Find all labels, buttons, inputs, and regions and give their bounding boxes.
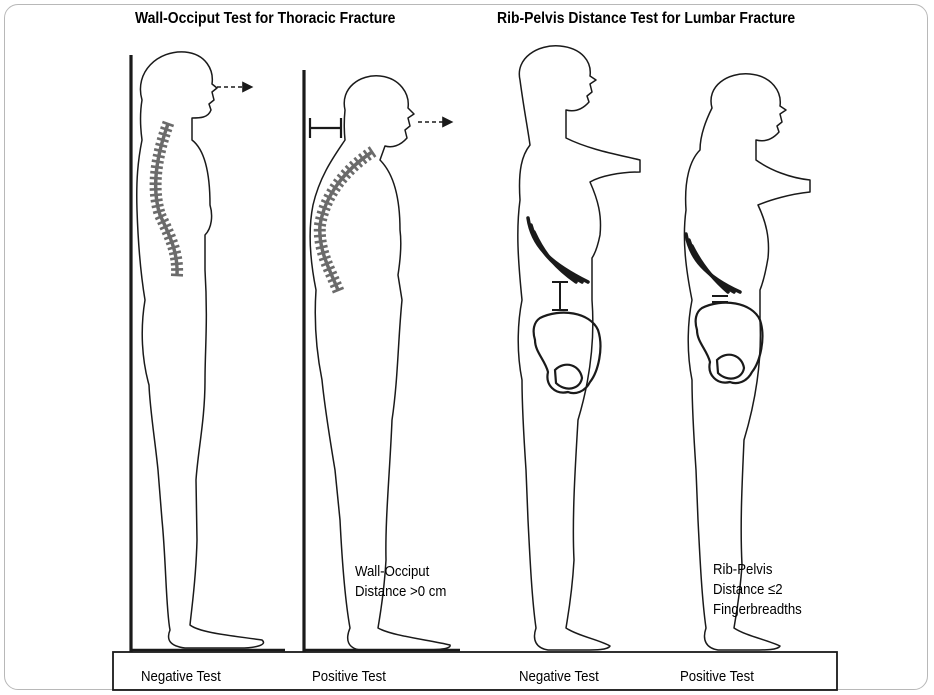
ribs-negative: [528, 218, 588, 282]
spine-straight: [150, 122, 183, 275]
spine-straight-vertebra: [170, 257, 182, 259]
label-negative-test-2: Negative Test: [519, 667, 599, 687]
rib-pelvis-label-line-3: Fingerbreadths: [713, 600, 802, 620]
spine-straight-vertebra: [171, 275, 183, 276]
wall-occiput-label-line-2: Distance >0 cm: [355, 582, 446, 602]
wall-occiput-distance-marker: [310, 118, 341, 138]
rib-pelvis-distance-marker-negative: [552, 282, 568, 310]
spine-kyphotic-vertebra: [317, 212, 328, 216]
spine-straight-vertebra: [168, 246, 179, 249]
spine-kyphotic: [314, 147, 376, 292]
spine-straight-vertebra: [150, 178, 162, 179]
ribs-positive: [686, 234, 740, 292]
spine-kyphotic-vertebra: [314, 235, 326, 236]
rib-pelvis-label-line-1: Rib-Pelvis: [713, 560, 772, 580]
label-positive-test-1: Positive Test: [312, 667, 386, 687]
spine-straight-vertebra: [171, 263, 183, 264]
spine-kyphotic-vertebra: [316, 246, 328, 249]
spine-kyphotic-vertebra: [317, 251, 329, 254]
pelvis-positive: [696, 303, 763, 383]
spine-straight-vertebra: [153, 155, 165, 157]
label-positive-test-2: Positive Test: [680, 667, 754, 687]
spine-straight-vertebra: [160, 127, 171, 131]
spine-kyphotic-vertebra: [315, 241, 327, 243]
spine-straight-vertebra: [157, 138, 169, 141]
label-negative-test-1: Negative Test: [141, 667, 221, 687]
rib-pelvis-distance-marker-positive: [712, 296, 728, 302]
rib-pelvis-label-line-2: Distance ≤2: [713, 580, 783, 600]
spine-straight-vertebra: [151, 166, 163, 168]
spine-straight-vertebra: [153, 210, 165, 213]
spine-straight-vertebra: [152, 205, 164, 207]
pelvis-negative: [534, 313, 601, 393]
wall-occiput-label-line-1: Wall-Occiput: [355, 562, 429, 582]
spine-straight-vertebra: [169, 251, 181, 254]
spine-straight-vertebra: [152, 161, 164, 163]
spine-straight-vertebra: [156, 144, 168, 147]
spine-straight-vertebra: [151, 200, 163, 202]
spine-straight-vertebra: [150, 194, 162, 195]
spine-straight-vertebra: [154, 149, 166, 152]
spine-kyphotic-vertebra: [315, 217, 327, 220]
spine-kyphotic-vertebra: [314, 223, 326, 225]
spine-straight-vertebra: [150, 172, 162, 173]
spine-straight-vertebra: [159, 133, 170, 137]
spine-kyphotic-vertebra: [319, 256, 330, 260]
figure-negative-wall-occiput: [137, 52, 264, 648]
